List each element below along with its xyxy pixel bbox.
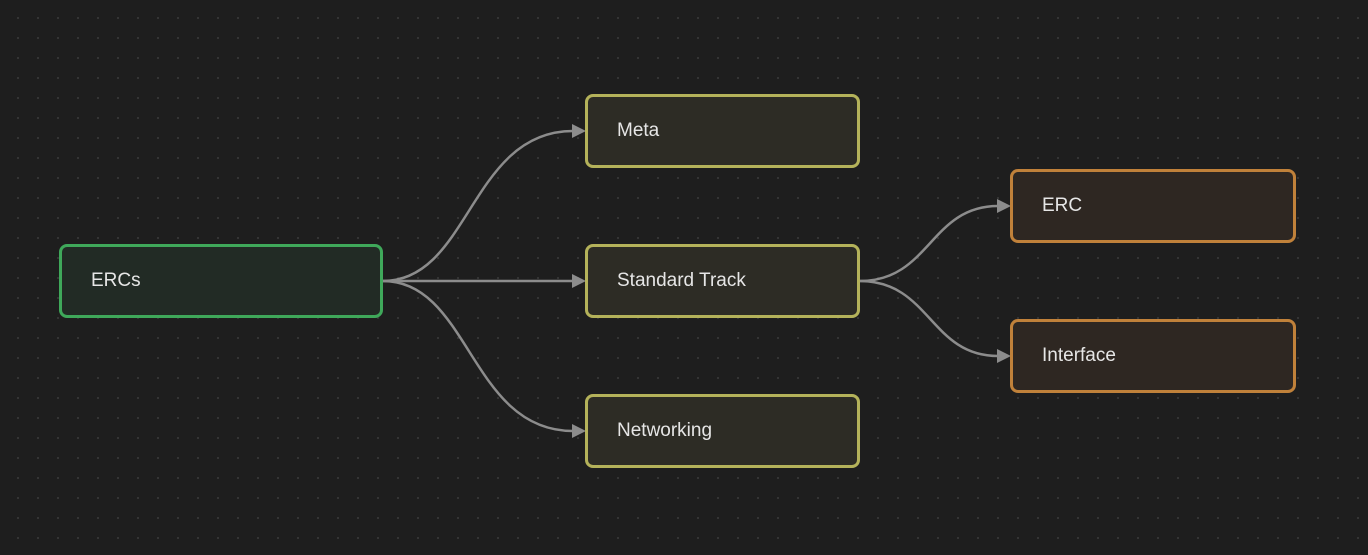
node-meta-label: Meta bbox=[617, 120, 660, 141]
edge-ercs-networking bbox=[382, 279, 574, 433]
edge-ercs-meta bbox=[382, 129, 574, 283]
node-interface-label: Interface bbox=[1042, 345, 1116, 366]
arrowhead-standard-track bbox=[572, 274, 586, 288]
node-networking[interactable]: Networking bbox=[585, 394, 860, 468]
node-interface[interactable]: Interface bbox=[1010, 319, 1296, 393]
node-standard-track-label: Standard Track bbox=[617, 270, 746, 291]
edge-standard-track-erc bbox=[859, 204, 999, 283]
arrowhead-meta bbox=[572, 124, 586, 138]
node-standard-track[interactable]: Standard Track bbox=[585, 244, 860, 318]
edge-standard-track-interface bbox=[859, 279, 999, 358]
node-erc[interactable]: ERC bbox=[1010, 169, 1296, 243]
node-meta[interactable]: Meta bbox=[585, 94, 860, 168]
node-ercs-label: ERCs bbox=[91, 270, 141, 291]
arrowhead-networking bbox=[572, 424, 586, 438]
arrowhead-erc bbox=[997, 199, 1011, 213]
node-ercs[interactable]: ERCs bbox=[59, 244, 383, 318]
arrowhead-interface bbox=[997, 349, 1011, 363]
node-networking-label: Networking bbox=[617, 420, 713, 441]
node-erc-label: ERC bbox=[1042, 195, 1083, 216]
